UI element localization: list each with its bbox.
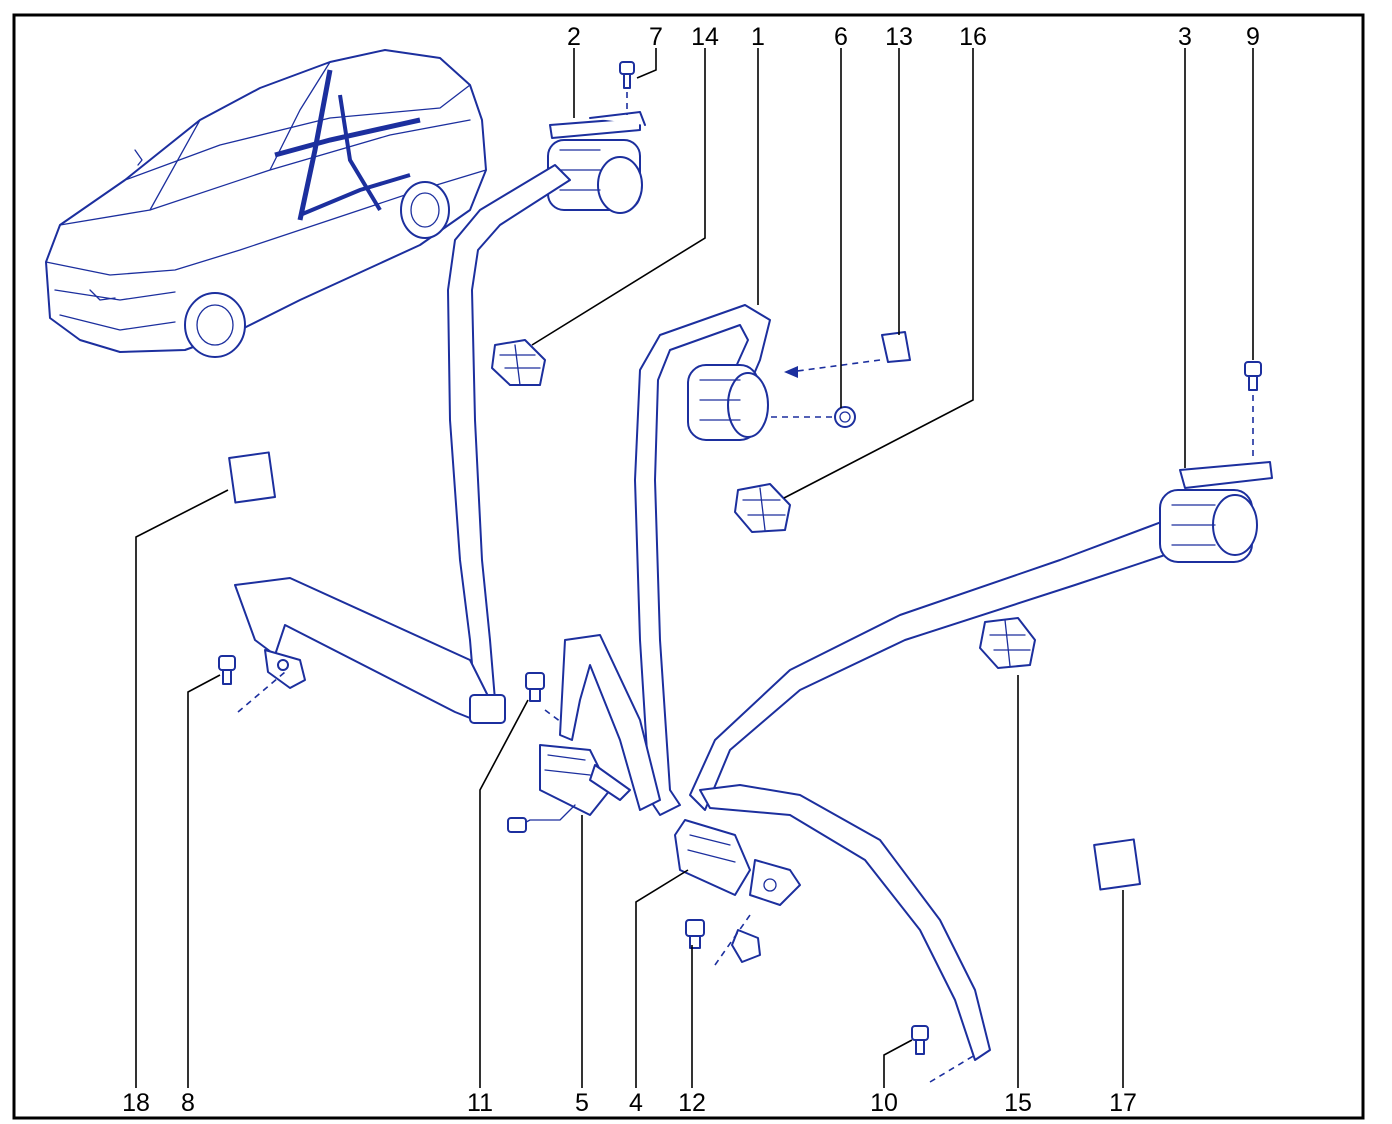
callout-1: 1 (751, 23, 765, 51)
callout-7: 7 (649, 23, 663, 51)
callout-18: 18 (122, 1089, 150, 1117)
callout-6: 6 (834, 23, 848, 51)
buckle-4 (674, 819, 801, 963)
callout-9: 9 (1246, 23, 1260, 51)
callout-4: 4 (629, 1089, 643, 1117)
anchor-end-11 (469, 694, 506, 724)
callout-10: 10 (870, 1089, 898, 1117)
bolt-7 (619, 61, 635, 115)
bolt-12 (685, 914, 751, 966)
belt-lap-right (699, 784, 991, 1061)
retractor-rear-centre (687, 364, 769, 441)
callout-16: 16 (959, 23, 987, 51)
callout-8: 8 (181, 1089, 195, 1117)
label-sticker-18 (228, 451, 277, 504)
bolt-9 (1244, 361, 1262, 460)
trim-cover-15 (979, 617, 1036, 669)
callout-12: 12 (678, 1089, 706, 1117)
buckle-5 (507, 744, 631, 833)
bolt-11 (525, 672, 566, 726)
callout-11: 11 (467, 1089, 493, 1117)
leader-lines (135, 48, 1254, 1088)
callout-17: 17 (1109, 1089, 1137, 1117)
belt-webbing-front-left (447, 164, 571, 701)
bolt-8 (218, 655, 286, 713)
belt-buckle-stalk-5 (559, 634, 661, 811)
clip-13 (784, 331, 911, 378)
callout-14: 14 (691, 23, 719, 51)
nut-6 (768, 406, 856, 428)
trim-cover-14 (491, 339, 546, 386)
callout-13: 13 (885, 23, 913, 51)
anchor-plate-left (264, 649, 306, 689)
callout-5: 5 (575, 1089, 589, 1117)
bolt-10 (911, 1025, 976, 1083)
callout-2: 2 (567, 23, 581, 51)
trim-cover-16 (734, 483, 791, 533)
belt-lap-left (234, 577, 491, 719)
label-sticker-17 (1093, 838, 1142, 891)
retractor-rear-right (1159, 461, 1273, 563)
callout-15: 15 (1004, 1089, 1032, 1117)
diagram-frame (12, 13, 1365, 1120)
callout-3: 3 (1178, 23, 1192, 51)
belt-webbing-rear-right (689, 514, 1196, 811)
retractor-front-left (547, 111, 646, 214)
vehicle-location-illustration (45, 49, 487, 358)
